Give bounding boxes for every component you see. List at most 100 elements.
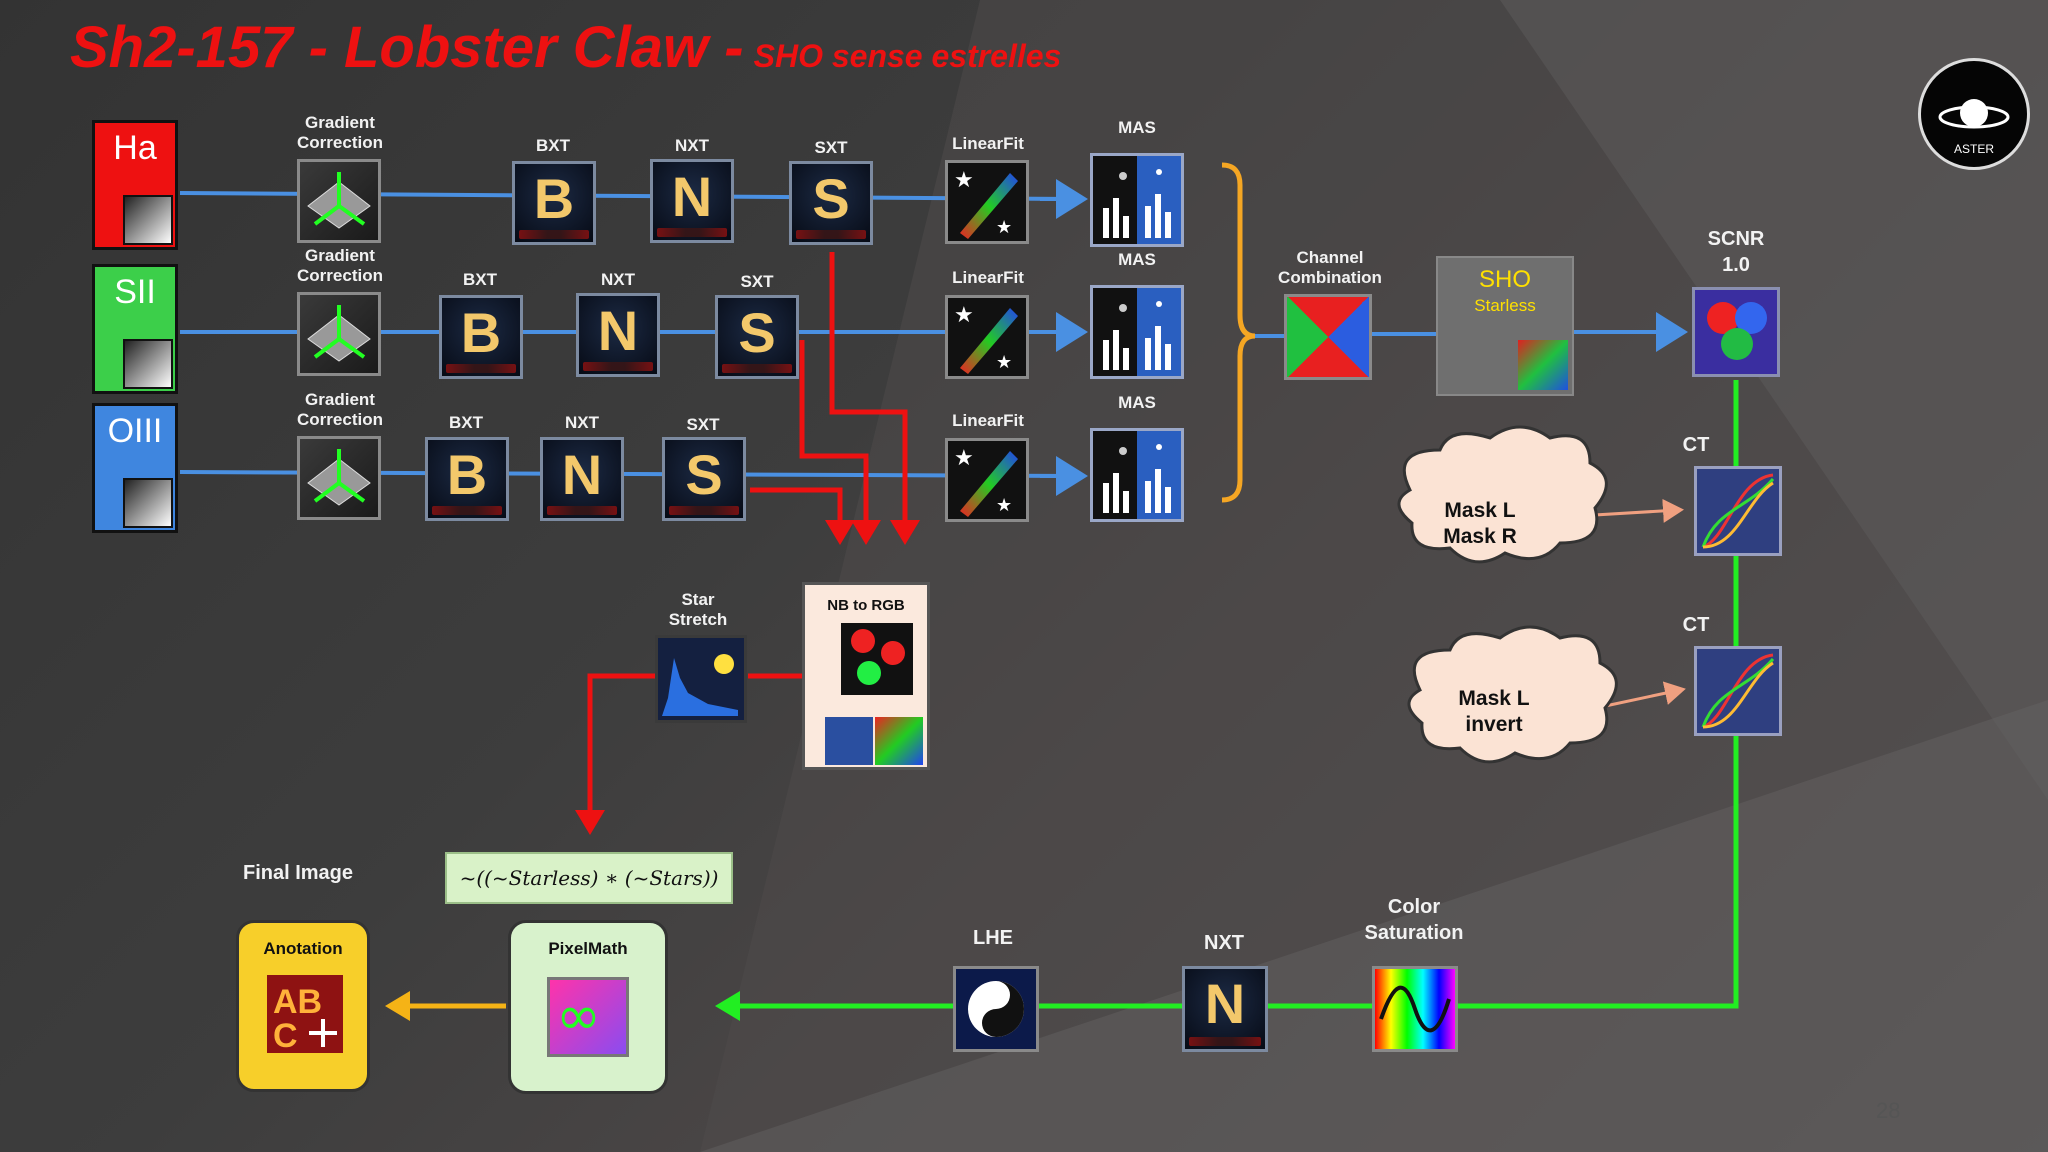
brace [1221, 162, 1256, 503]
label-nxt-3: NXT [565, 413, 599, 432]
sxt-letter: S [685, 443, 723, 506]
nxt-icon[interactable]: N [650, 159, 734, 243]
title-main: Sh2-157 - Lobster Claw - [70, 15, 744, 80]
label-color-saturation: Color Saturation [1364, 896, 1464, 944]
sxt-icon[interactable]: S [789, 161, 873, 245]
label-sxt-2: SXT [740, 272, 774, 291]
nxt-icon[interactable]: N [1182, 966, 1268, 1052]
mas-icon[interactable] [1090, 153, 1184, 247]
nxt-letter: N [597, 299, 639, 362]
svg-text:AB: AB [273, 983, 322, 1021]
pixelmath-box: PixelMath ∞ [508, 920, 668, 1094]
mask-text-1: Mask L Mask R [1443, 499, 1517, 548]
histogram-thumb [825, 717, 873, 765]
label-pixelmath: PixelMath [548, 939, 628, 958]
channel-oiii-label: OIII [107, 412, 163, 450]
nxt-icon[interactable]: N [576, 293, 660, 377]
pixelmath-formula: ~((~Starless) ∗ (~Stars)) [445, 852, 733, 904]
bxt-letter: B [533, 167, 575, 230]
svg-text:★: ★ [996, 352, 1012, 372]
svg-text:★: ★ [996, 217, 1012, 237]
label-mas-2: MAS [1118, 250, 1156, 269]
label-star-stretch: Star Stretch [668, 590, 728, 629]
label-gradient-3: Gradient Correction [297, 390, 383, 429]
lhe-icon[interactable] [953, 966, 1039, 1052]
label-bxt-2: BXT [463, 270, 497, 289]
title-sub: SHO sense estrelles [753, 38, 1062, 74]
bxt-letter: B [460, 301, 502, 364]
label-ct-2: CT [1682, 614, 1710, 636]
nxt-letter: N [671, 165, 713, 228]
bxt-icon[interactable]: B [512, 161, 596, 245]
channel-ha-swatch [123, 195, 173, 245]
linearfit-icon[interactable]: ★★ [945, 295, 1029, 379]
linearfit-icon[interactable]: ★★ [945, 438, 1029, 522]
label-sxt-3: SXT [686, 415, 720, 434]
channel-combination-icon[interactable] [1284, 294, 1372, 380]
scnr-icon[interactable] [1692, 287, 1780, 377]
label-nxt-bottom: NXT [1204, 932, 1244, 954]
sho-thumbnail [1518, 340, 1568, 390]
color-saturation-icon[interactable] [1372, 966, 1458, 1052]
curves-icon[interactable] [1694, 646, 1782, 736]
nxt-letter: N [1204, 972, 1246, 1035]
channel-oiii-swatch [123, 478, 173, 528]
sho-title: SHO [1478, 266, 1531, 293]
channel-sii: SII [92, 264, 178, 394]
nxt-icon[interactable]: N [540, 437, 624, 521]
label-mas-3: MAS [1118, 393, 1156, 412]
label-sxt-1: SXT [814, 138, 848, 157]
mas-icon[interactable] [1090, 285, 1184, 379]
pixelmath-icon[interactable]: ∞ [547, 977, 629, 1057]
sxt-icon[interactable]: S [662, 437, 746, 521]
gradient-correction-icon[interactable] [297, 159, 381, 243]
label-channel-combination: Channel Combination [1278, 248, 1382, 287]
channel-oiii: OIII [92, 403, 178, 533]
bxt-icon[interactable]: B [439, 295, 523, 379]
nb-to-rgb-icon[interactable] [841, 623, 913, 695]
label-linearfit-1: LinearFit [952, 134, 1024, 153]
svg-text:★: ★ [954, 302, 974, 327]
label-scnr: SCNR 1.0 [1707, 228, 1765, 276]
svg-text:∞: ∞ [556, 984, 601, 1047]
channel-ha: Ha [92, 120, 178, 250]
mask-cloud-1 [1397, 425, 1608, 564]
channel-ha-label: Ha [113, 129, 157, 167]
label-gradient-1: Gradient Correction [297, 113, 383, 152]
sxt-letter: S [812, 167, 850, 230]
svg-text:★: ★ [954, 445, 974, 470]
channel-sii-swatch [123, 339, 173, 389]
label-bxt-3: BXT [449, 413, 483, 432]
aster-logo: ASTER [1918, 58, 2030, 170]
curves-icon[interactable] [1694, 466, 1782, 556]
linearfit-icon[interactable]: ★★ [945, 160, 1029, 244]
label-mas-1: MAS [1118, 118, 1156, 137]
sxt-letter: S [738, 301, 776, 364]
label-final-image: Final Image [242, 862, 354, 884]
sxt-icon[interactable]: S [715, 295, 799, 379]
page-number: 28 [1876, 1098, 1901, 1123]
color-thumb [875, 717, 923, 765]
sho-starless-image: SHO Starless [1436, 256, 1574, 396]
gradient-correction-icon[interactable] [297, 292, 381, 376]
nxt-letter: N [561, 443, 603, 506]
star-stretch-icon[interactable] [655, 635, 747, 723]
label-anotation: Anotation [263, 939, 343, 958]
label-ct-1: CT [1682, 434, 1710, 456]
svg-text:C: C [273, 1017, 298, 1053]
label-gradient-2: Gradient Correction [297, 246, 383, 285]
sho-subtitle: Starless [1474, 296, 1536, 315]
svg-text:★: ★ [954, 167, 974, 192]
mask-text-2: Mask L invert [1458, 687, 1530, 736]
gradient-correction-icon[interactable] [297, 436, 381, 520]
label-nxt-1: NXT [675, 136, 709, 155]
label-linearfit-2: LinearFit [952, 268, 1024, 287]
mas-icon[interactable] [1090, 428, 1184, 522]
bxt-icon[interactable]: B [425, 437, 509, 521]
label-lhe: LHE [973, 927, 1013, 949]
mask-cloud-2 [1407, 625, 1618, 764]
